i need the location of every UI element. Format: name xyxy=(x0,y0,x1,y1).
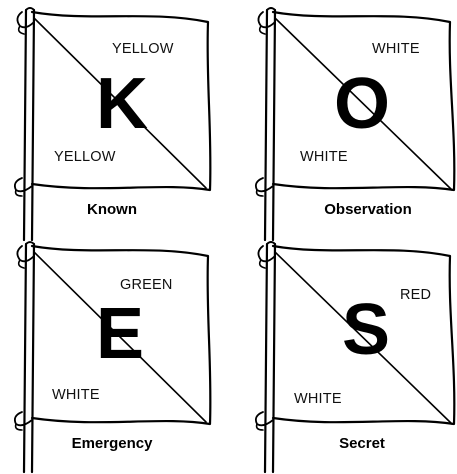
flag-k-caption: Known xyxy=(87,202,137,217)
flag-e-letter: E xyxy=(96,298,144,370)
flag-s-caption: Secret xyxy=(339,436,385,451)
flag-e-caption: Emergency xyxy=(72,436,153,451)
flag-s-letter: S xyxy=(342,294,390,366)
flag-s-bottom-color: WHITE xyxy=(294,392,342,407)
flag-k-letter: K xyxy=(96,68,148,140)
flag-e-top-color: GREEN xyxy=(120,278,173,293)
flag-s-top-color: RED xyxy=(400,288,431,303)
flag-o-top-color: WHITE xyxy=(372,42,420,57)
flag-k-bottom-color: YELLOW xyxy=(54,150,116,165)
flag-o-letter: O xyxy=(334,68,390,140)
flag-o-bottom-color: WHITE xyxy=(300,150,348,165)
flag-e-bottom-color: WHITE xyxy=(52,388,100,403)
flag-o-caption: Observation xyxy=(324,202,412,217)
flag-k-top-color: YELLOW xyxy=(112,42,174,57)
